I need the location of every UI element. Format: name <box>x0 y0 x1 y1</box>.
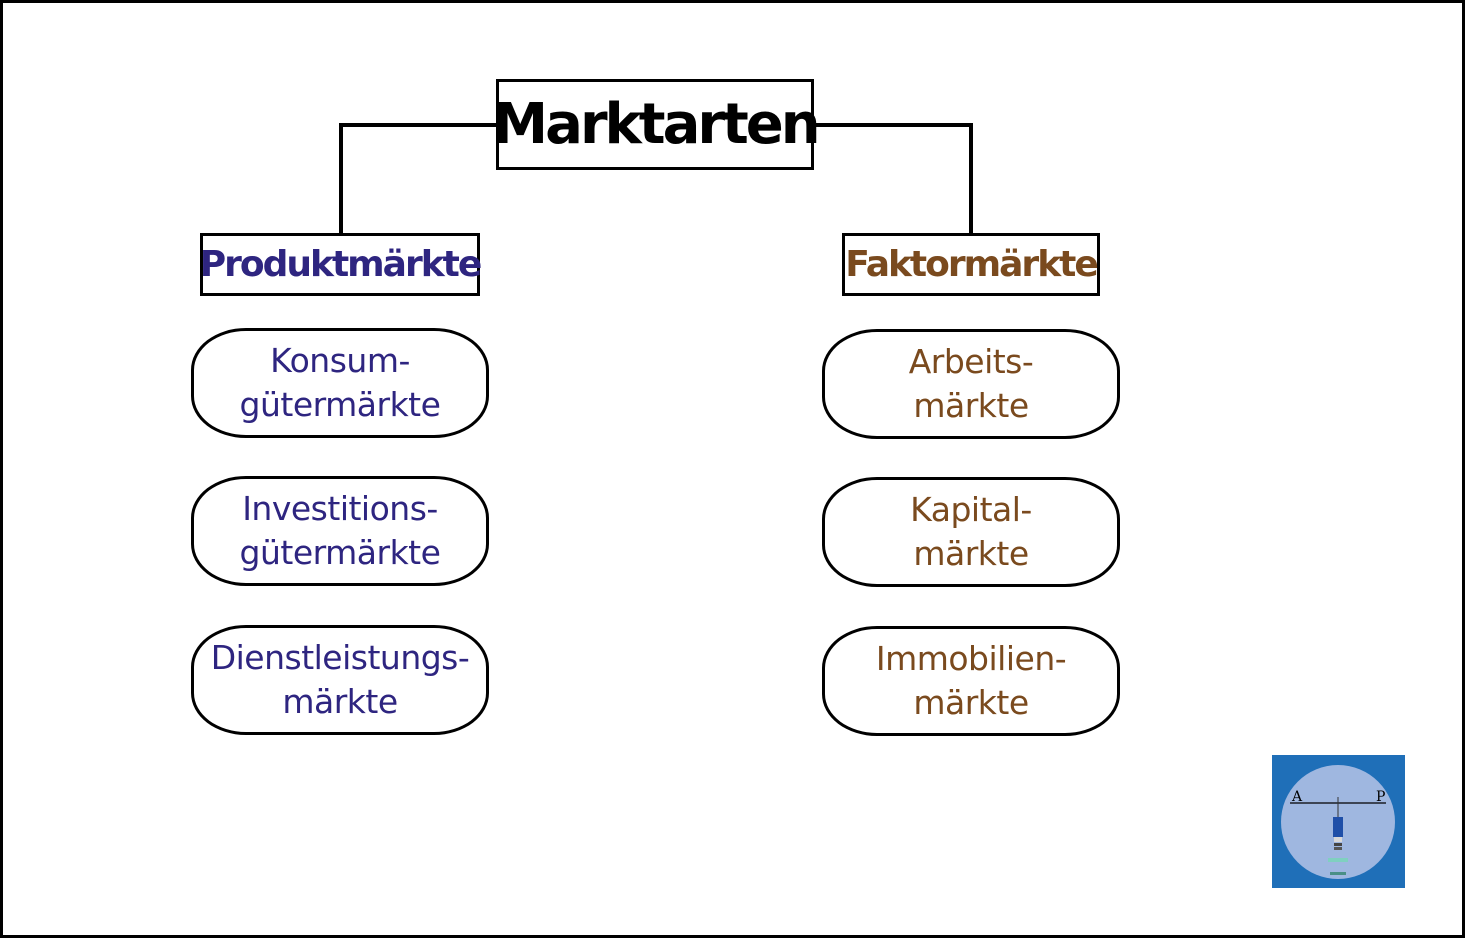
market-item-line2: märkte <box>282 682 398 721</box>
market-item-line1: Kapital- <box>910 490 1032 529</box>
market-item-immobilien: Immobilien- märkte <box>822 626 1120 736</box>
balance-scale-logo: A P <box>1272 755 1405 888</box>
market-item-line2: gütermärkte <box>239 385 441 424</box>
market-item-line2: gütermärkte <box>239 533 441 572</box>
market-item-konsumgueter: Konsum- gütermärkte <box>191 328 489 438</box>
category-label-left: Produktmärkte <box>199 243 483 285</box>
market-item-line2: märkte <box>913 683 1029 722</box>
market-item-line1: Konsum- <box>270 341 410 380</box>
market-item-line1: Immobilien- <box>875 639 1067 678</box>
market-item-line2: märkte <box>913 386 1029 425</box>
market-item-kapital: Kapital- märkte <box>822 477 1120 587</box>
market-item-line1: Investitions- <box>242 489 438 528</box>
category-box-produktmaerkte: Produktmärkte <box>199 233 483 296</box>
title-box: Marktarten <box>492 79 821 170</box>
market-item-line2: märkte <box>913 534 1029 573</box>
market-item-line1: Dienstleistungs- <box>210 638 470 677</box>
connector-left <box>339 123 496 233</box>
connector-right <box>814 123 973 233</box>
market-item-arbeit: Arbeits- märkte <box>822 329 1120 439</box>
syringe-icon <box>1328 817 1348 875</box>
logo-letter-right: P <box>1376 789 1385 805</box>
market-item-line1: Arbeits- <box>908 342 1034 381</box>
market-item-investitionsgueter: Investitions- gütermärkte <box>191 476 489 586</box>
market-item-dienstleistungen: Dienstleistungs- märkte <box>191 625 489 735</box>
diagram-title: Marktarten <box>492 91 820 157</box>
category-box-faktormaerkte: Faktormärkte <box>842 233 1100 296</box>
logo-letter-left: A <box>1291 789 1303 805</box>
category-label-right: Faktormärkte <box>845 243 1099 285</box>
